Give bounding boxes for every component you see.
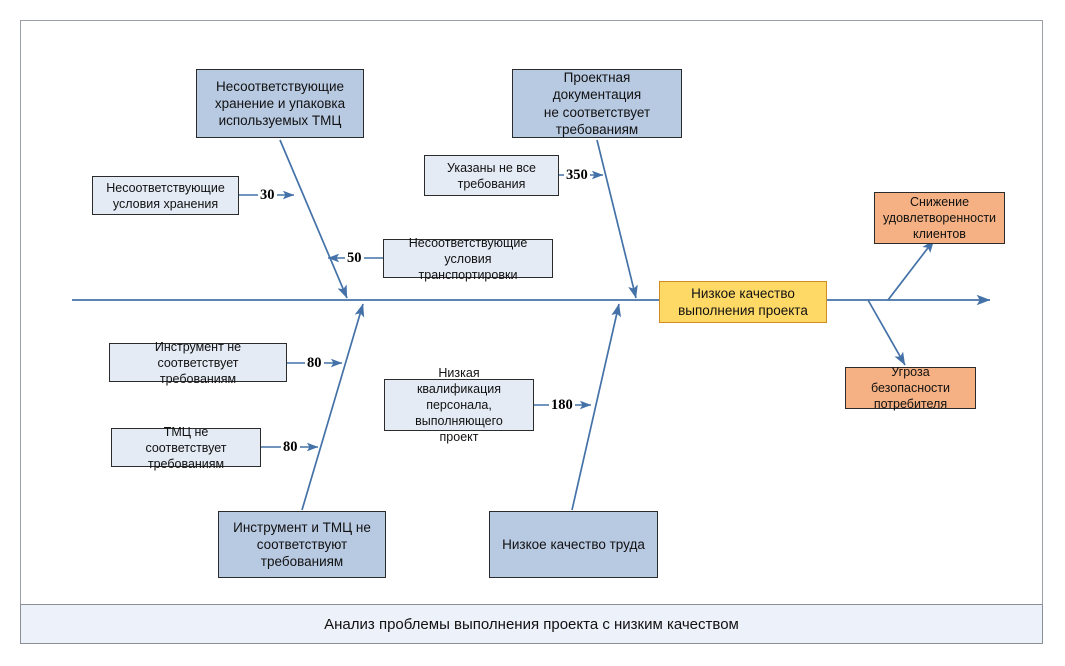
page-title: Анализ проблемы выполнения проекта с низ… (324, 615, 739, 633)
weight-label-tool-nonconformance: 80 (305, 355, 324, 371)
effect-box-low-project-quality[interactable]: Низкое качество выполнения проекта (659, 281, 827, 323)
line-2: соответствуют (256, 536, 348, 552)
cause-box-project-documentation[interactable]: Проектная документация не соответствует … (512, 69, 682, 138)
line-1: Указаны не все (446, 160, 536, 175)
outcome-box-customer-satisfaction-drop[interactable]: Снижение удовлетворенности клиентов (874, 192, 1005, 244)
line-1: Инструмент и ТМЦ не (233, 519, 371, 535)
cause-box-tools-and-materials-text: Инструмент и ТМЦ не соответствуют требов… (223, 519, 381, 571)
line-1: Несоответствующие условия (408, 235, 528, 266)
line-1: Низкое качество труда (502, 536, 645, 552)
bone-top-left (279, 139, 348, 299)
cause-box-storage-conditions-text: Несоответствующие условия хранения (96, 180, 235, 212)
line-1: Несоответствующие (106, 180, 225, 195)
weight-label-transport-conditions: 50 (345, 250, 364, 266)
line-2: не соответствует (543, 104, 651, 120)
weight-label-incomplete-requirements: 350 (564, 167, 590, 183)
cause-box-low-labour-quality[interactable]: Низкое качество труда (489, 511, 658, 578)
bone-top-right (596, 139, 638, 299)
weight-label-material-nonconformance: 80 (281, 439, 300, 455)
line-2: условия хранения (112, 196, 219, 211)
line-2: персонала, (426, 398, 492, 412)
bone-outcome-down (867, 299, 906, 366)
line-3: требованиям (555, 121, 639, 137)
line-1: Низкая квалификация (416, 366, 502, 396)
line-1: Угроза безопасности (870, 365, 951, 395)
line-1: ТМЦ не соответствует (145, 424, 227, 455)
cause-box-transport-conditions[interactable]: Несоответствующие условия транспортировк… (383, 236, 553, 282)
cause-box-low-labour-quality-text: Низкое качество труда (492, 536, 655, 553)
line-2: потребителя (873, 397, 948, 411)
cause-box-tool-nonconformance[interactable]: Инструмент не соответствует требованиям (109, 340, 287, 386)
cause-box-transport-conditions-text: Несоответствующие условия транспортировк… (384, 235, 552, 283)
cause-box-material-nonconformance[interactable]: ТМЦ не соответствует требованиям (111, 425, 261, 471)
cause-box-tools-and-materials[interactable]: Инструмент и ТМЦ не соответствуют требов… (218, 511, 386, 578)
outcome-box-customer-satisfaction-drop-text: Снижение удовлетворенности клиентов (873, 194, 1006, 242)
line-2: требования (457, 176, 526, 191)
diagram-title-bar: Анализ проблемы выполнения проекта с низ… (20, 604, 1043, 644)
line-3: выполняющего проект (415, 414, 503, 444)
line-3: требованиям (260, 554, 344, 570)
weight-label-low-staff-qualification: 180 (549, 397, 575, 413)
line-2: транспортировки (418, 267, 518, 282)
line-1: Несоответствующие (215, 78, 344, 94)
cause-box-storage-packaging-text: Несоответствующие хранение и упаковка ис… (205, 78, 355, 130)
cause-box-tool-nonconformance-text: Инструмент не соответствует требованиям (110, 339, 286, 387)
bone-bottom-left (301, 303, 365, 511)
line-2: хранение и упаковка (214, 95, 346, 111)
line-2: требованиям (147, 456, 225, 471)
cause-box-incomplete-requirements-text: Указаны не все требования (437, 160, 546, 192)
bone-outcome-up (887, 239, 935, 301)
cause-box-storage-packaging[interactable]: Несоответствующие хранение и упаковка ис… (196, 69, 364, 138)
outcome-box-consumer-safety-threat-text: Угроза безопасности потребителя (846, 364, 975, 412)
cause-box-low-staff-qualification[interactable]: Низкая квалификация персонала, выполняющ… (384, 366, 534, 444)
outcome-box-consumer-safety-threat[interactable]: Угроза безопасности потребителя (845, 364, 976, 412)
effect-box-text: Низкое качество выполнения проекта (668, 285, 818, 320)
weight-label-storage-conditions: 30 (258, 187, 277, 203)
line-2: выполнения проекта (678, 303, 808, 318)
cause-box-low-staff-qualification-text: Низкая квалификация персонала, выполняющ… (385, 365, 533, 445)
line-2: соответствует требованиям (157, 355, 239, 386)
cause-box-incomplete-requirements[interactable]: Указаны не все требования (424, 155, 559, 196)
line-3: клиентов (913, 227, 966, 241)
cause-box-storage-conditions[interactable]: Несоответствующие условия хранения (92, 176, 239, 215)
line-1: Снижение (909, 195, 970, 209)
line-1: Инструмент не (154, 339, 242, 354)
line-1: Проектная документация (552, 69, 642, 103)
line-2: удовлетворенности (882, 211, 997, 225)
line-1: Низкое качество (691, 285, 795, 301)
bone-bottom-right (571, 303, 622, 511)
cause-box-material-nonconformance-text: ТМЦ не соответствует требованиям (112, 424, 260, 472)
line-3: используемых ТМЦ (218, 113, 342, 129)
cause-box-project-documentation-text: Проектная документация не соответствует … (513, 69, 681, 138)
